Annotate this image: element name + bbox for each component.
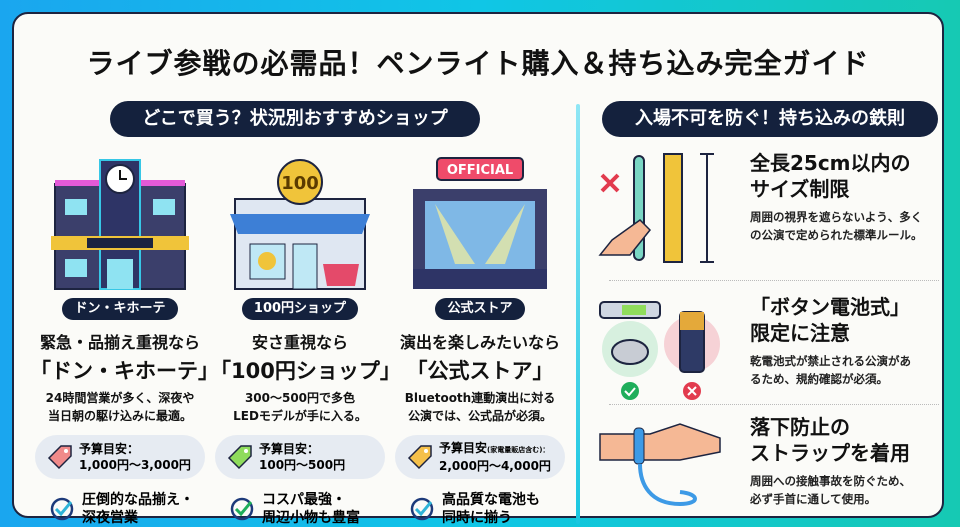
rule-desc: 周囲の視界を遮らないよう、多くの公演で定められた標準ルール。 xyxy=(750,210,923,242)
rule-title: 落下防止のストラップを着用 xyxy=(750,415,910,465)
budget-label: 予算目安： xyxy=(259,442,320,456)
rules-heading: 入場不可を防ぐ！持ち込みの鉄則 xyxy=(602,101,938,137)
store-building-icon xyxy=(30,154,210,294)
rule-desc: 乾電池式が禁止される公演があるため、規約確認が必須。 xyxy=(750,354,911,386)
price-tag-icon xyxy=(47,445,72,470)
shop-100yen: 100 100円ショップ 安さ重視なら 「100円ショップ」 300〜500円で… xyxy=(210,154,401,527)
shop-desc: 24時間営業が多く、深夜や当日朝の駆け込みに最適。 xyxy=(45,391,195,423)
rule-button-battery: 「ボタン電池式」限定に注意 乾電池式が禁止される公演があるため、規約確認が必須。 xyxy=(592,294,942,408)
svg-text:100: 100 xyxy=(281,173,319,194)
shop-tag: ドン・キホーテ xyxy=(62,298,178,320)
shop-front-icon: 100 xyxy=(210,154,390,294)
rule-strap: 落下防止のストラップを着用 周囲への接触事故を防ぐため、必ず手首に通して使用。 xyxy=(592,414,942,518)
rule-size-limit: 全長25cm以内のサイズ制限 周囲の視界を遮らないよう、多くの公演で定められた標… xyxy=(592,150,942,274)
rule-title: 全長25cm以内のサイズ制限 xyxy=(750,151,911,201)
shop-desc: Bluetooth連動演出に対る公演では、公式品が必須。 xyxy=(404,391,556,423)
penlight-ruler-icon xyxy=(592,150,750,274)
price-tag-icon xyxy=(407,445,432,470)
shop-lead: 演出を楽しみたいなら xyxy=(399,333,560,352)
check-icon xyxy=(50,497,74,521)
check-point: コスパ最強・周辺小物も豊富 xyxy=(230,491,390,527)
check-point: 圧倒的な品揃え・深夜営業 xyxy=(50,491,210,527)
shop-name: 「公式ストア」 xyxy=(406,359,554,383)
row-separator xyxy=(609,280,939,281)
shop-official: OFFICIAL 公式ストア 演出を楽しみたいなら 「公式ストア」 Blueto… xyxy=(390,154,570,527)
wrist-strap-icon xyxy=(592,414,750,518)
battery-comparison-icon xyxy=(592,294,750,408)
rule-title: 「ボタン電池式」限定に注意 xyxy=(750,295,910,345)
shop-lead: 緊急・品揃え重視なら xyxy=(39,333,200,352)
budget-box: 予算目安： 1,000円〜3,000円 xyxy=(35,435,205,479)
budget-note: (家電量販店含む)： xyxy=(487,446,550,454)
shops-heading: どこで買う？状況別おすすめショップ xyxy=(110,101,480,137)
budget-box: 予算目安： 100円〜500円 xyxy=(215,435,385,479)
price-tag-icon xyxy=(227,445,252,470)
stage-icon: OFFICIAL xyxy=(390,154,570,294)
check-icon xyxy=(230,497,254,521)
shop-tag: 公式ストア xyxy=(435,298,525,320)
infographic-card: ライブ参戦の必需品！ペンライト購入＆持ち込み完全ガイド どこで買う？状況別おすす… xyxy=(12,12,944,526)
rule-desc: 周囲への接触事故を防ぐため、必ず手首に通して使用。 xyxy=(750,474,911,506)
check-icon xyxy=(410,497,434,521)
shop-tag: 100円ショップ xyxy=(241,298,359,320)
svg-text:OFFICIAL: OFFICIAL xyxy=(447,163,513,178)
page-title: ライブ参戦の必需品！ペンライト購入＆持ち込み完全ガイド xyxy=(86,47,870,80)
row-separator xyxy=(609,404,939,405)
budget-value: 1,000円〜3,000円 xyxy=(79,458,191,472)
budget-box: 予算目安(家電量販店含む)： 2,000円〜4,000円 xyxy=(395,435,565,479)
shop-lead: 安さ重視なら xyxy=(251,333,348,352)
shop-name: 「ドン・キホーテ」 xyxy=(30,359,219,383)
budget-value: 100円〜500円 xyxy=(259,458,346,472)
shop-name: 「100円ショップ」 xyxy=(210,359,401,383)
shop-donki: ドン・キホーテ 緊急・品揃え重視なら 「ドン・キホーテ」 24時間営業が多く、深… xyxy=(30,154,219,527)
budget-value: 2,000円〜4,000円 xyxy=(439,459,551,473)
budget-label: 予算目安： xyxy=(79,442,140,456)
section-divider xyxy=(576,104,580,524)
check-point: 高品質な電池も同時に揃う xyxy=(410,491,570,527)
budget-label: 予算目安 xyxy=(439,441,488,455)
